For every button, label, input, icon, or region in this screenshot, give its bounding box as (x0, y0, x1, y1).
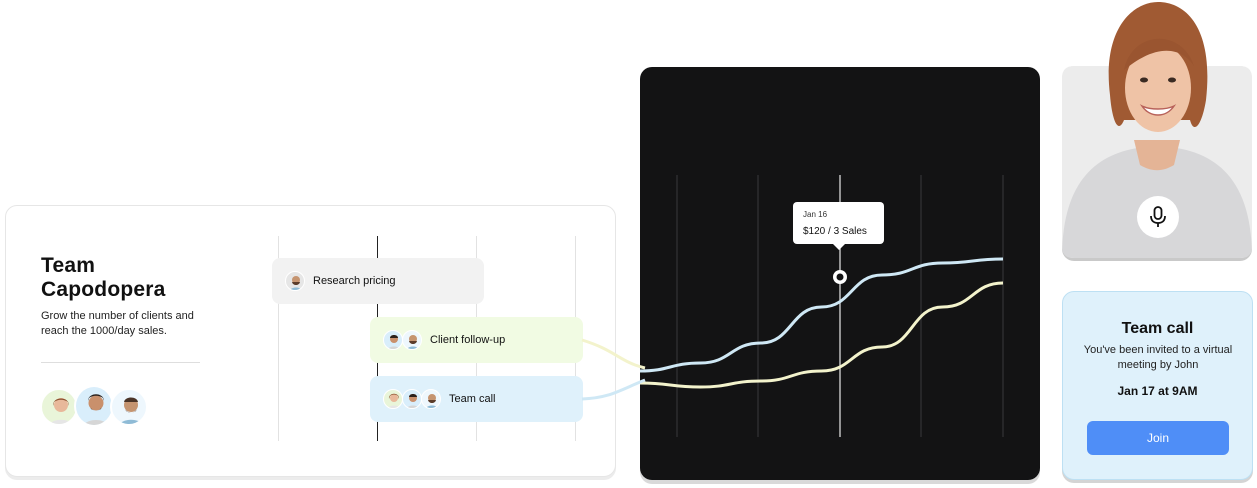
task-client-followup[interactable]: Client follow-up (370, 317, 583, 363)
avatar-woman[interactable] (40, 388, 78, 426)
divider (41, 362, 200, 363)
task-avatar (285, 271, 305, 291)
chart-series-line (640, 281, 1004, 389)
task-avatar (402, 389, 422, 409)
tooltip-value: $120 / 3 Sales (803, 226, 867, 237)
team-description: Grow the number of clients and reach the… (41, 310, 194, 337)
task-label: Client follow-up (430, 334, 506, 346)
chart-series-line (640, 257, 1004, 373)
invite-title: Team call (1121, 320, 1194, 337)
task-label: Research pricing (313, 275, 396, 287)
invite-description: You've been invited to a virtual meeting… (1083, 344, 1233, 371)
team-title: Team Capodopera (41, 254, 166, 301)
sales-chart (640, 175, 1004, 437)
avatar-man-beard[interactable] (74, 385, 114, 427)
chart-highlight-point (833, 270, 847, 284)
microphone-icon[interactable] (1137, 196, 1179, 238)
timeline-gridline (278, 236, 279, 441)
task-avatar (402, 330, 422, 350)
task-avatar (383, 330, 403, 350)
meeting-invite-card: Team call You've been invited to a virtu… (1062, 291, 1253, 480)
chart-highlight-inner (836, 273, 844, 281)
sales-chart-card: Jan 16 $120 / 3 Sales (640, 67, 1040, 480)
tooltip-arrow (833, 244, 845, 250)
invite-time: Jan 17 at 9AM (1117, 384, 1198, 398)
task-avatar (383, 389, 403, 409)
join-button[interactable]: Join (1087, 421, 1229, 455)
team-card: Team Capodopera Grow the number of clien… (5, 205, 616, 477)
task-label: Team call (449, 393, 496, 405)
avatar-man-glasses[interactable] (110, 388, 148, 426)
task-research-pricing[interactable]: Research pricing (272, 258, 484, 304)
tooltip-date: Jan 16 (803, 210, 828, 219)
chart-series (640, 257, 1004, 389)
task-team-call[interactable]: Team call (370, 376, 583, 422)
chart-tooltip: Jan 16 $120 / 3 Sales (793, 202, 884, 250)
task-avatar (421, 389, 441, 409)
